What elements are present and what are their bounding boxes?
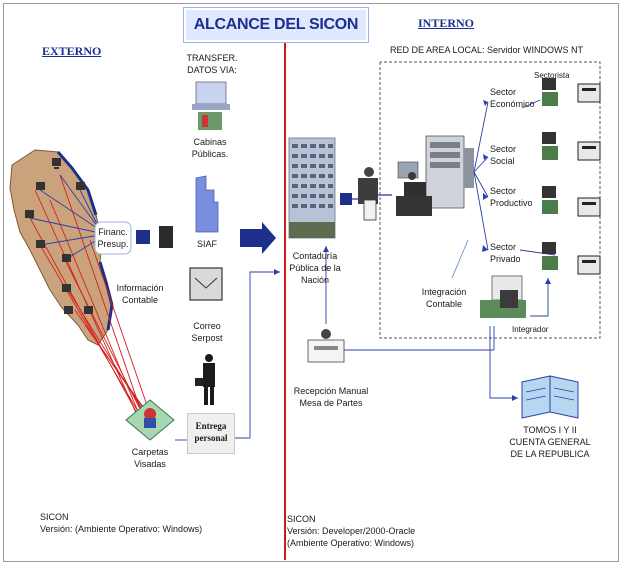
recepcion-line-2: Mesa de Partes bbox=[299, 398, 363, 408]
sector-social-label: Sector Social bbox=[490, 143, 516, 167]
worker-icon bbox=[358, 167, 378, 221]
big-arrow bbox=[240, 222, 276, 254]
sector-workstations bbox=[542, 78, 601, 275]
transfer-line-2: DATOS VIA: bbox=[187, 65, 237, 75]
correo-label: Correo Serpost bbox=[182, 320, 232, 344]
integracion-label: Integración Contable bbox=[414, 286, 474, 310]
financ-line-2: Presup. bbox=[97, 239, 129, 249]
integracion-line-2: Contable bbox=[425, 299, 463, 309]
contaduria-line-1: Contaduría bbox=[292, 251, 338, 261]
server-icon bbox=[159, 226, 173, 248]
entrega-connector bbox=[235, 271, 280, 439]
transfer-label: TRANSFER. DATOS VIA: bbox=[182, 52, 242, 76]
sector-social-line-2: Social bbox=[490, 156, 515, 166]
informacion-line-1: Información bbox=[116, 283, 164, 293]
map-border-accent bbox=[56, 151, 114, 331]
sector-privado-line-2: Privado bbox=[490, 254, 521, 264]
tomos-link bbox=[489, 326, 518, 399]
lan-label: RED DE AREA LOCAL: Servidor WINDOWS NT bbox=[390, 45, 584, 55]
cabinas-label: Cabinas Públicas. bbox=[180, 136, 240, 160]
siaf-building bbox=[195, 175, 219, 233]
recepcion-icon bbox=[307, 329, 345, 363]
integrador-label: Integrador bbox=[512, 325, 549, 334]
diagram-frame bbox=[3, 3, 619, 562]
sectorista-label: Sectorista bbox=[534, 71, 570, 80]
sector-productivo-label: Sector Productivo bbox=[490, 185, 533, 209]
page-title: ALCANCE DEL SICON bbox=[184, 8, 368, 42]
sector-economico-label: Sector Económico bbox=[490, 86, 535, 110]
integracion-link bbox=[451, 239, 469, 279]
sector-privado-label: Sector Privado bbox=[490, 241, 521, 265]
footer-center-line-3: (Ambiente Operativo: Windows) bbox=[287, 538, 415, 548]
recepcion-line-1: Recepción Manual bbox=[293, 386, 369, 396]
informacion-label: Información Contable bbox=[108, 282, 172, 306]
connector-icon bbox=[136, 230, 150, 244]
carpetas-line-1: Carpetas bbox=[131, 447, 169, 457]
tomos-label: TOMOS I Y II CUENTA GENERAL DE LA REPUBL… bbox=[498, 424, 602, 460]
footer-center: SICON Versión: Developer/2000-Oracle (Am… bbox=[287, 513, 415, 549]
financ-bubble bbox=[94, 221, 132, 255]
carpetas-icon bbox=[125, 399, 175, 441]
entrega-line-2: personal bbox=[194, 433, 228, 443]
sector-social-line-1: Sector bbox=[490, 144, 517, 154]
footer-left: SICON Versión: (Ambiente Operativo: Wind… bbox=[40, 511, 202, 535]
cabinas-line-2: Públicas. bbox=[191, 149, 229, 159]
section-externo: EXTERNO bbox=[42, 44, 102, 58]
integrador-icon bbox=[480, 275, 526, 318]
correo-icon bbox=[189, 267, 223, 301]
informacion-line-2: Contable bbox=[121, 295, 159, 305]
sector-economico-line-1: Sector bbox=[490, 87, 517, 97]
correo-line-2: Serpost bbox=[191, 333, 223, 343]
map-computers bbox=[25, 158, 93, 314]
entrega-line-1: Entrega bbox=[195, 421, 227, 431]
recepcion-label: Recepción Manual Mesa de Partes bbox=[286, 385, 376, 409]
integrador-link bbox=[530, 278, 549, 317]
integracion-line-1: Integración bbox=[421, 287, 467, 297]
footer-center-line-1: SICON bbox=[287, 514, 316, 524]
tomos-line-2: CUENTA GENERAL bbox=[509, 437, 591, 447]
tomos-line-3: DE LA REPUBLICA bbox=[510, 449, 590, 459]
server-group bbox=[396, 135, 474, 216]
section-interno: INTERNO bbox=[418, 16, 475, 30]
lan-box bbox=[379, 61, 601, 339]
siaf-label: SIAF bbox=[196, 239, 217, 249]
book-icon bbox=[521, 375, 579, 419]
sector-economico-line-2: Económico bbox=[490, 99, 535, 109]
contaduria-line-2: Pública de la bbox=[289, 263, 341, 273]
sector-branches bbox=[473, 99, 556, 256]
cabinas-line-1: Cabinas bbox=[193, 137, 227, 147]
correo-line-1: Correo bbox=[193, 321, 221, 331]
contaduria-label: Contaduría Pública de la Nación bbox=[280, 250, 350, 286]
cabinas-icon bbox=[192, 81, 230, 130]
financ-label: Financ. Presup. bbox=[95, 226, 131, 250]
carpetas-label: Carpetas Visadas bbox=[120, 446, 180, 470]
footer-left-line-1: SICON bbox=[40, 512, 69, 522]
sector-privado-line-1: Sector bbox=[490, 242, 517, 252]
transfer-line-1: TRANSFER. bbox=[186, 53, 238, 63]
carpetas-line-2: Visadas bbox=[134, 459, 166, 469]
footer-left-line-2: Versión: (Ambiente Operativo: Windows) bbox=[40, 524, 203, 534]
tomos-line-1: TOMOS I Y II bbox=[523, 425, 577, 435]
flow-lines bbox=[29, 174, 151, 416]
financ-line-1: Financ. bbox=[98, 227, 128, 237]
building-icon bbox=[288, 137, 336, 239]
contaduria-line-3: Nación bbox=[300, 275, 329, 285]
sector-productivo-line-2: Productivo bbox=[490, 198, 533, 208]
footer-center-line-2: Versión: Developer/2000-Oracle bbox=[287, 526, 416, 536]
connector-icon-2 bbox=[340, 193, 352, 205]
entrega-box: Entrega personal bbox=[187, 413, 235, 454]
sector-productivo-line-1: Sector bbox=[490, 186, 517, 196]
person-icon bbox=[195, 354, 215, 405]
